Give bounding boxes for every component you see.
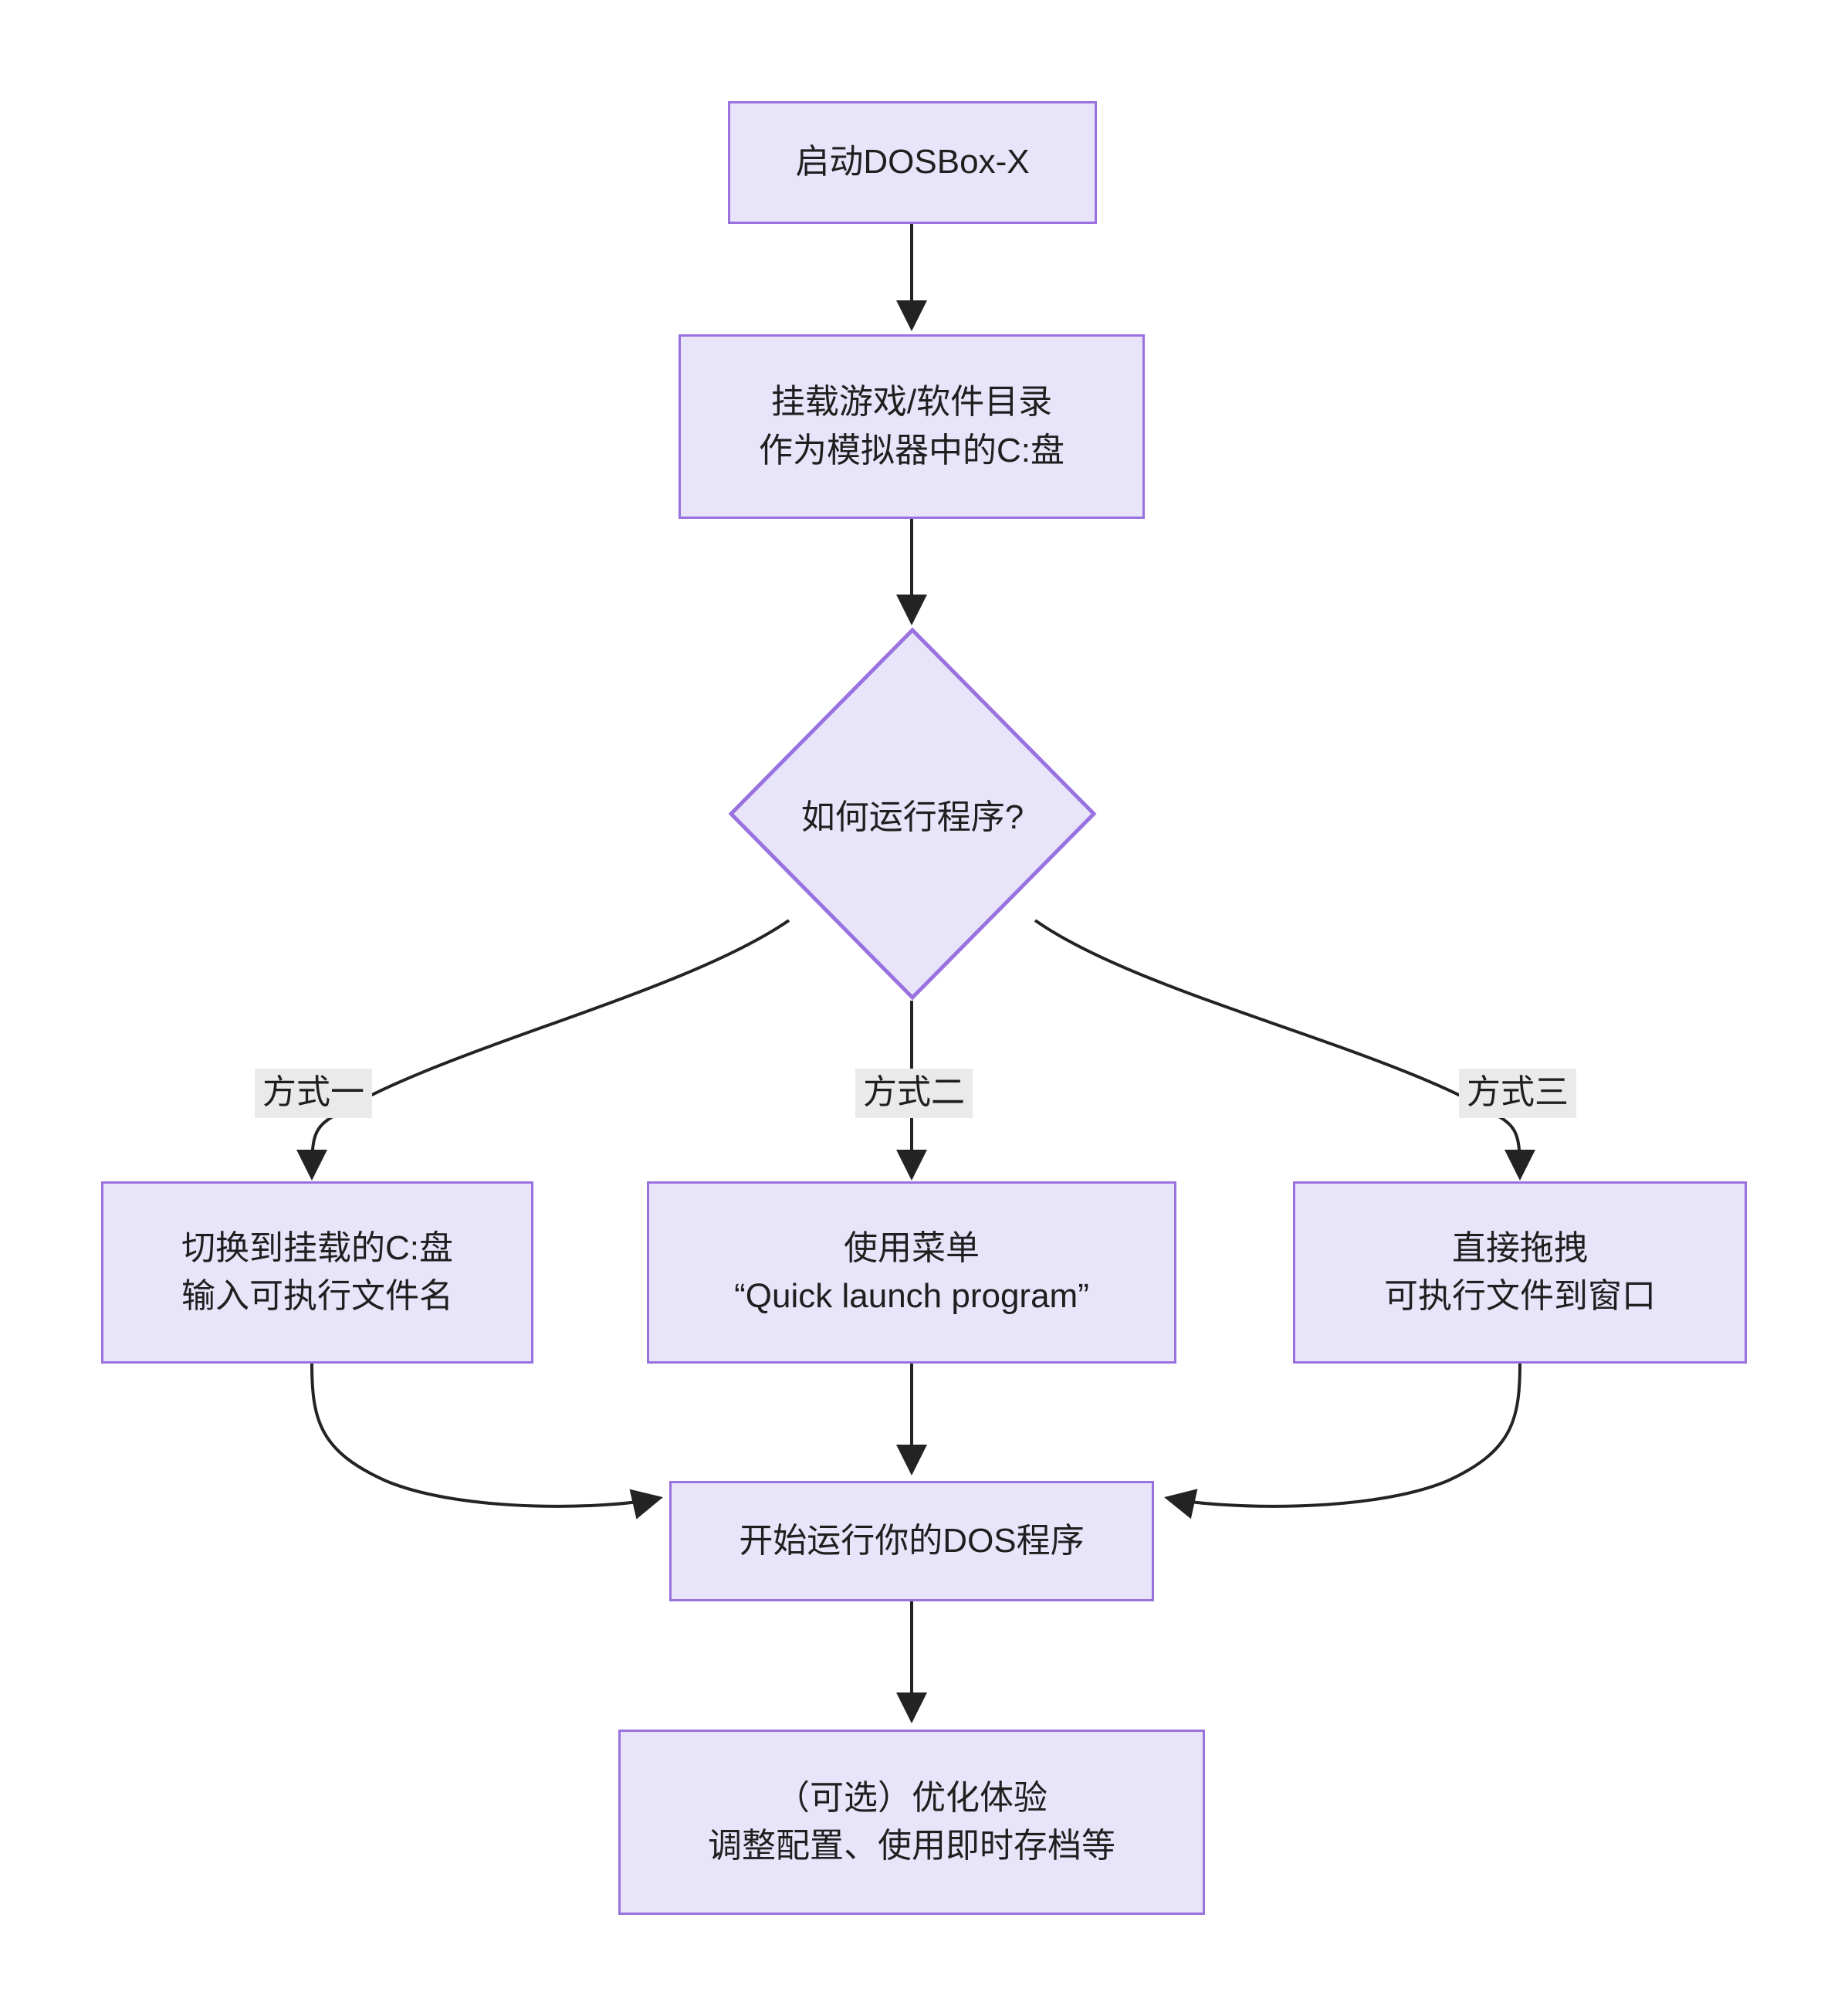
- node-start[interactable]: 启动DOSBox-X: [728, 101, 1097, 224]
- node-mount-line-1: 挂载游戏/软件目录: [770, 383, 1053, 422]
- edge-way1-to-run: [310, 1363, 663, 1520]
- edge-decision-to-way3: [1034, 919, 1535, 1181]
- node-way1[interactable]: 切换到挂载的C:盘 输入可执行文件名: [101, 1181, 533, 1364]
- edge-decision-to-way1: [296, 919, 790, 1181]
- node-way2-line-1: 使用菜单: [844, 1228, 980, 1267]
- node-way3-line-2: 可执行文件到窗口: [1384, 1277, 1656, 1315]
- node-mount[interactable]: 挂载游戏/软件目录 作为模拟器中的C:盘: [679, 334, 1145, 519]
- node-way1-line-1: 切换到挂载的C:盘: [181, 1228, 453, 1267]
- node-way1-line-2: 输入可执行文件名: [181, 1277, 453, 1315]
- edge-label-branch3: 方式三: [1459, 1069, 1576, 1118]
- node-way2-line-2: “Quick launch program”: [734, 1277, 1089, 1315]
- node-run-line-1: 开始运行你的DOS程序: [739, 1521, 1085, 1560]
- node-decision[interactable]: 如何运行程序?: [728, 627, 1097, 1001]
- edge-label-branch2: 方式二: [855, 1069, 973, 1118]
- node-decision-label: 如何运行程序?: [800, 798, 1024, 836]
- node-start-line-1: 启动DOSBox-X: [795, 143, 1030, 181]
- node-way3[interactable]: 直接拖拽 可执行文件到窗口: [1293, 1181, 1747, 1364]
- node-optimize-line-1: （可选）优化体验: [776, 1778, 1048, 1817]
- decision-diamond-shape: [728, 627, 1097, 1001]
- node-run[interactable]: 开始运行你的DOS程序: [669, 1481, 1154, 1601]
- node-mount-line-2: 作为模拟器中的C:盘: [759, 431, 1064, 469]
- edge-way3-to-run: [1164, 1363, 1521, 1520]
- node-way3-line-1: 直接拖拽: [1452, 1228, 1588, 1267]
- node-optimize-line-2: 调整配置、使用即时存档等: [708, 1827, 1115, 1865]
- node-optimize[interactable]: （可选）优化体验 调整配置、使用即时存档等: [618, 1730, 1205, 1915]
- edge-label-branch1: 方式一: [255, 1069, 372, 1118]
- node-way2[interactable]: 使用菜单 “Quick launch program”: [647, 1181, 1176, 1364]
